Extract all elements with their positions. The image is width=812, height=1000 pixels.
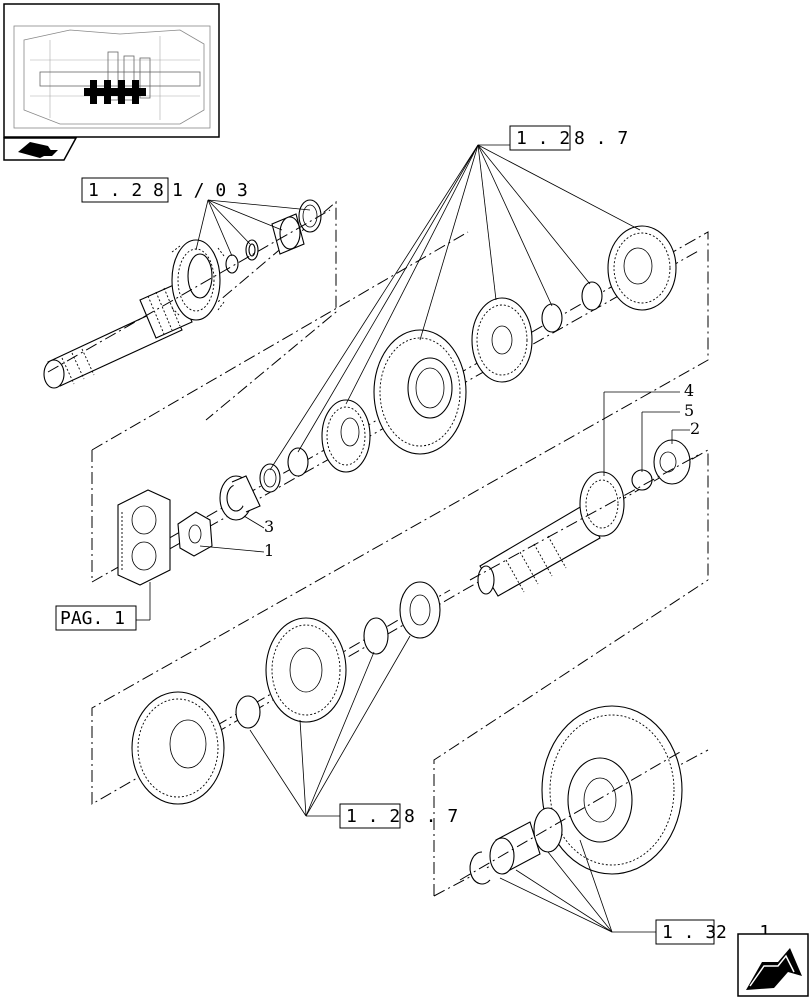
spacer-c [541, 303, 563, 333]
ref-page[interactable]: PAG. 1 [55, 605, 137, 631]
spacer-e [235, 695, 261, 729]
bearing-lower [399, 581, 441, 639]
reverse-small-parts [469, 807, 563, 885]
ref-bottom-center[interactable]: 1 . 2 8 . 7 [339, 803, 458, 829]
cover-plate [117, 489, 171, 586]
gear-small-a [321, 399, 371, 473]
next-page-arrow-icon[interactable] [737, 933, 809, 997]
ref-top-left[interactable]: 1 . 2 8 1 / 0 3 [81, 177, 248, 203]
spacer-b [287, 447, 309, 477]
transmission-thumbnail-icon [13, 25, 211, 129]
callout-1: 1 [264, 541, 274, 560]
pin-part-5 [631, 469, 653, 491]
callout-2: 2 [690, 419, 700, 438]
svg-text:PAG. 1: PAG. 1 [60, 608, 125, 629]
thumbnail-frame[interactable] [3, 3, 220, 138]
svg-text:1 . 2: 1 . 2 [346, 806, 400, 827]
svg-text:8 . 7: 8 . 7 [574, 128, 628, 149]
bearing-part-3 [219, 475, 261, 521]
ref-top-center[interactable]: 1 . 2 8 . 7 [509, 125, 628, 151]
gear-medium [471, 297, 533, 383]
counter-shaft [477, 471, 625, 597]
axis-reverse [459, 751, 681, 881]
reverse-gear [541, 705, 683, 875]
frame-input-shaft [205, 200, 337, 421]
svg-text:1 . 2 8: 1 . 2 8 [88, 180, 164, 201]
svg-text:1 / 0 3: 1 / 0 3 [172, 180, 248, 201]
big-gear-lower [131, 691, 225, 805]
input-shaft [43, 239, 225, 389]
svg-text:8 . 7: 8 . 7 [404, 806, 458, 827]
callout-4: 4 [684, 381, 694, 400]
nut-part-1 [177, 511, 213, 557]
axis-input [47, 209, 331, 373]
callout-3: 3 [264, 517, 274, 536]
spacer-a [259, 463, 281, 493]
synchro-gear [373, 329, 467, 455]
leader-lines [136, 144, 690, 933]
svg-text:1 . 2: 1 . 2 [516, 128, 570, 149]
gear-lower-double [265, 617, 347, 723]
ring-lower [363, 617, 389, 655]
book-icon[interactable] [3, 137, 78, 161]
callout-5: 5 [684, 401, 694, 420]
svg-text:1 . 3: 1 . 3 [662, 922, 716, 943]
spacer-d [581, 281, 603, 311]
gear-right [607, 225, 677, 311]
